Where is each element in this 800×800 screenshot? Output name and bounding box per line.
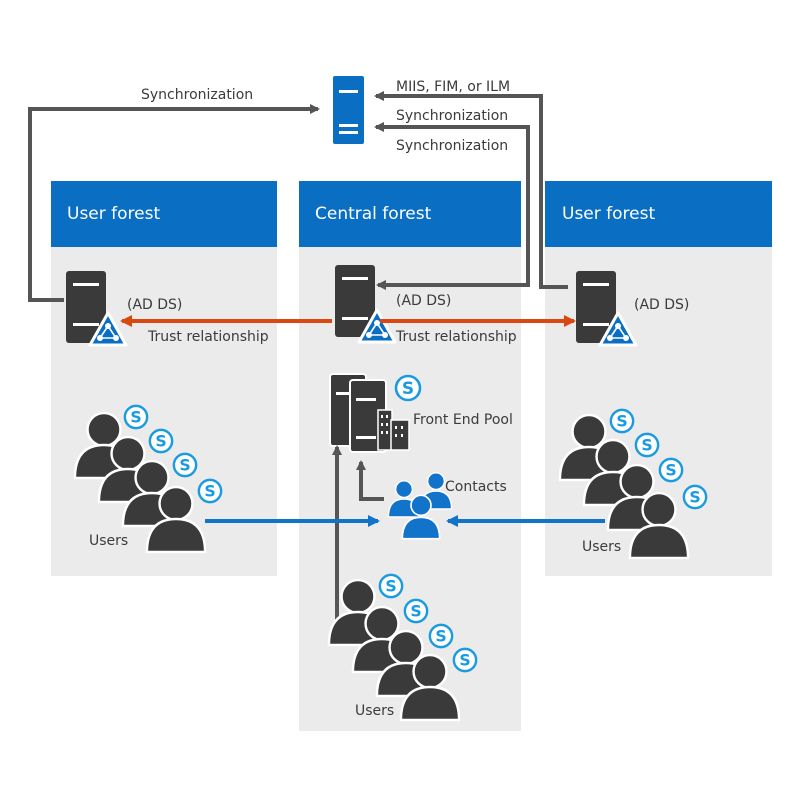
panel-title-left: User forest bbox=[67, 204, 160, 224]
contacts-label: Contacts bbox=[445, 479, 507, 495]
arrow-contacts-to-front-end bbox=[356, 460, 384, 501]
front-end-pool-icon bbox=[329, 373, 422, 453]
ad-label-right: (AD DS) bbox=[634, 297, 689, 313]
users-label-center: Users bbox=[355, 703, 394, 719]
sync-connectors bbox=[28, 91, 568, 302]
panel-title-center: Central forest bbox=[315, 204, 432, 224]
panel-header-center bbox=[299, 181, 521, 247]
trust-label-left: Trust relationship bbox=[147, 329, 269, 345]
sync-arrow-right-top bbox=[374, 91, 568, 289]
label-sync-left: Synchronization bbox=[141, 87, 253, 103]
front-end-pool-label: Front End Pool bbox=[413, 412, 513, 428]
label-sync-tool: MIIS, FIM, or ILM bbox=[396, 79, 510, 95]
panel-header-right bbox=[545, 181, 772, 247]
sync-server-icon bbox=[333, 76, 364, 144]
ad-label-center: (AD DS) bbox=[396, 293, 451, 309]
trust-label-right: Trust relationship bbox=[395, 329, 517, 345]
sync-arrow-left bbox=[28, 104, 320, 302]
label-sync-right-1: Synchronization bbox=[396, 108, 508, 124]
users-label-right: Users bbox=[582, 539, 621, 555]
ad-label-left: (AD DS) bbox=[127, 297, 182, 313]
sync-arrow-center bbox=[374, 122, 530, 287]
skype-icon-front-end bbox=[394, 374, 422, 402]
panel-user-forest-right: User forest bbox=[545, 181, 772, 576]
users-label-left: Users bbox=[89, 533, 128, 549]
panel-title-right: User forest bbox=[562, 204, 655, 224]
panel-header-left bbox=[51, 181, 277, 247]
label-sync-right-2: Synchronization bbox=[396, 138, 508, 154]
